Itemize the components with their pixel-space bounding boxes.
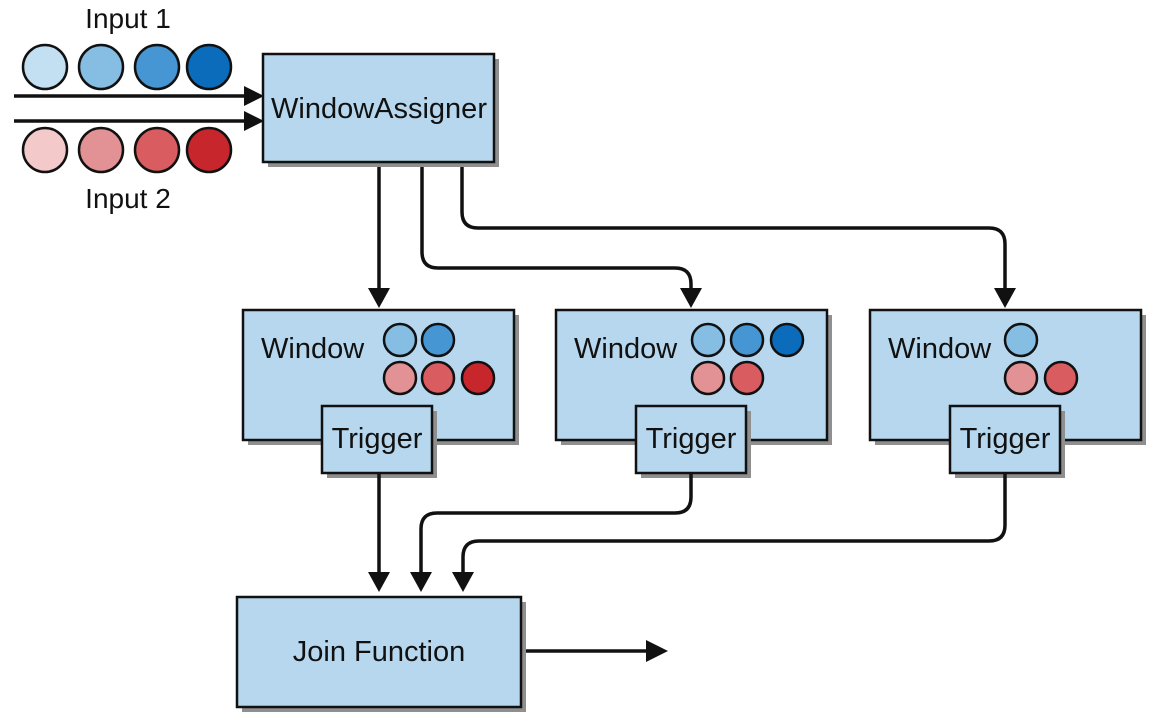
input-1-circle <box>133 43 181 91</box>
input-1-label: Input 1 <box>85 3 171 34</box>
input-arrowheads <box>244 86 264 131</box>
window-1: Window Trigger <box>241 308 519 478</box>
window-2-blue-circle <box>690 322 726 358</box>
window-assigner-box <box>261 52 496 164</box>
window-2: Window Trigger <box>554 308 832 478</box>
input-1-circles <box>21 43 233 91</box>
window-3-circles <box>1003 322 1079 396</box>
assigner-arrowheads <box>368 288 1016 308</box>
input-2-arrowhead <box>244 111 264 131</box>
assigner-connectors <box>377 167 1007 290</box>
window-2-circles <box>690 322 805 396</box>
input-2-circle <box>21 126 69 174</box>
window-1-red-circle <box>460 360 496 396</box>
window-3-red-circle <box>1003 360 1039 396</box>
join-arrowhead-3 <box>452 572 474 592</box>
input-1-circle <box>185 43 233 91</box>
join-arrowhead-1 <box>368 572 390 592</box>
connector-trigger-2-join <box>419 473 693 573</box>
input-2-circle <box>133 126 181 174</box>
join-function-label: Join Function <box>293 636 466 668</box>
window-3-red-circle <box>1043 360 1079 396</box>
window-1-circles <box>382 322 496 396</box>
window-1-red-circle <box>382 360 418 396</box>
output-arrowhead <box>646 640 668 662</box>
join-arrowheads <box>368 572 474 592</box>
input-1-circle <box>77 43 125 91</box>
connector-to-window-3 <box>460 167 1007 290</box>
window-assigner: WindowAssigner <box>261 52 499 167</box>
window-1-arrowhead <box>368 288 390 308</box>
input-1-circle <box>21 43 69 91</box>
window-1-label: Window <box>261 333 365 365</box>
window-1-red-circle <box>420 360 456 396</box>
window-3-blue-circle <box>1003 322 1039 358</box>
window-2-label: Window <box>574 333 678 365</box>
window-1-blue-circle <box>382 322 418 358</box>
input-arrows <box>14 94 246 123</box>
connector-to-window-2 <box>420 167 693 290</box>
trigger-2-box <box>634 404 748 475</box>
input-2-group: Input 2 <box>21 126 233 214</box>
input-1-group: Input 1 <box>21 3 233 91</box>
input-1-arrowhead <box>244 86 264 106</box>
join-function: Join Function <box>235 595 526 712</box>
trigger-connectors <box>377 473 1007 573</box>
connector-trigger-3-join <box>461 473 1007 573</box>
window-2-blue-circle <box>729 322 765 358</box>
output-arrow <box>526 640 668 662</box>
trigger-1-label: Trigger <box>332 423 423 455</box>
window-assigner-label: WindowAssigner <box>271 93 487 125</box>
window-3-label: Window <box>888 333 992 365</box>
trigger-1-box <box>320 404 434 475</box>
window-2-arrowhead <box>680 288 702 308</box>
trigger-3-box <box>948 404 1062 475</box>
input-2-circles <box>21 126 233 174</box>
trigger-2-label: Trigger <box>646 423 737 455</box>
join-function-box <box>235 595 523 709</box>
input-2-circle <box>185 126 233 174</box>
window-2-blue-circle <box>769 322 805 358</box>
input-2-label: Input 2 <box>85 183 171 214</box>
trigger-3-label: Trigger <box>960 423 1051 455</box>
window-1-blue-circle <box>420 322 456 358</box>
join-arrowhead-2 <box>410 572 432 592</box>
window-3-arrowhead <box>994 288 1016 308</box>
window-2-red-circle <box>729 360 765 396</box>
input-2-circle <box>77 126 125 174</box>
window-3: Window Trigger <box>868 308 1146 478</box>
window-2-red-circle <box>690 360 726 396</box>
